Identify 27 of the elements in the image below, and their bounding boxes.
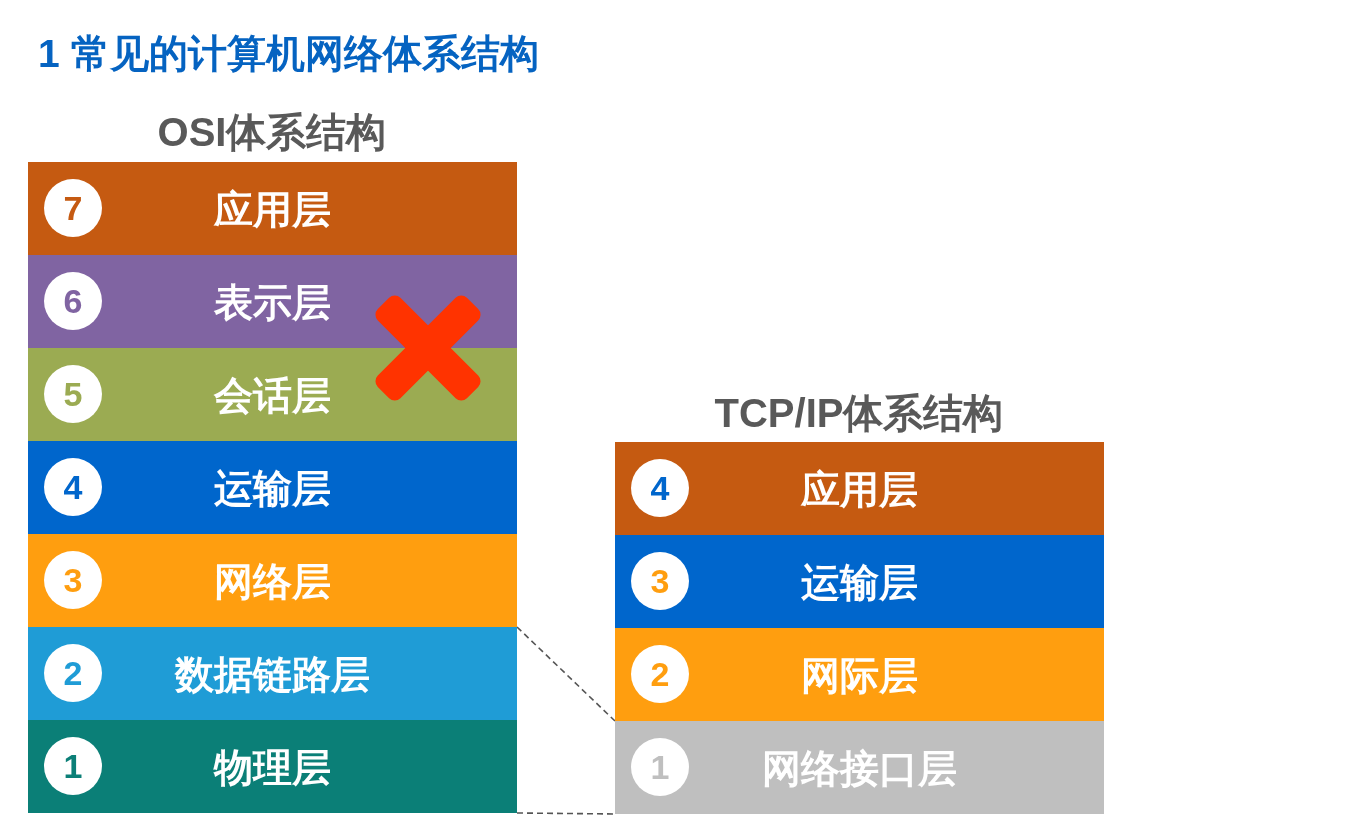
- layer-band: [28, 255, 517, 348]
- layer-band: [615, 442, 1104, 535]
- layer-band: [28, 720, 517, 813]
- layer-name: 网络层: [214, 561, 331, 600]
- layer-name: 会话层: [214, 375, 331, 414]
- layer-name: 物理层: [214, 747, 331, 786]
- layer-band: [28, 162, 517, 255]
- layer-name: 网际层: [801, 655, 918, 694]
- layer-name: 运输层: [801, 562, 918, 601]
- layer-name: 运输层: [214, 468, 331, 507]
- layer-name: 应用层: [214, 189, 331, 228]
- layer-name: 应用层: [801, 469, 918, 508]
- layer-band: [28, 441, 517, 534]
- stack-heading: OSI体系结构: [157, 112, 387, 152]
- layer-name: 表示层: [214, 282, 331, 321]
- layer-band: [28, 627, 517, 720]
- stack-heading: TCP/IP体系结构: [714, 393, 1004, 433]
- layer-name: 数据链路层: [175, 654, 370, 693]
- dashed-connector-line: [516, 626, 616, 722]
- layer-band: [615, 628, 1104, 721]
- layer-band: [28, 348, 517, 441]
- dashed-connector-line: [516, 812, 616, 815]
- page-title: 1 常见的计算机网络体系结构: [38, 34, 539, 73]
- layer-name: 网络接口层: [762, 748, 957, 787]
- layer-band: [615, 535, 1104, 628]
- layer-band: [615, 721, 1104, 814]
- layer-band: [28, 534, 517, 627]
